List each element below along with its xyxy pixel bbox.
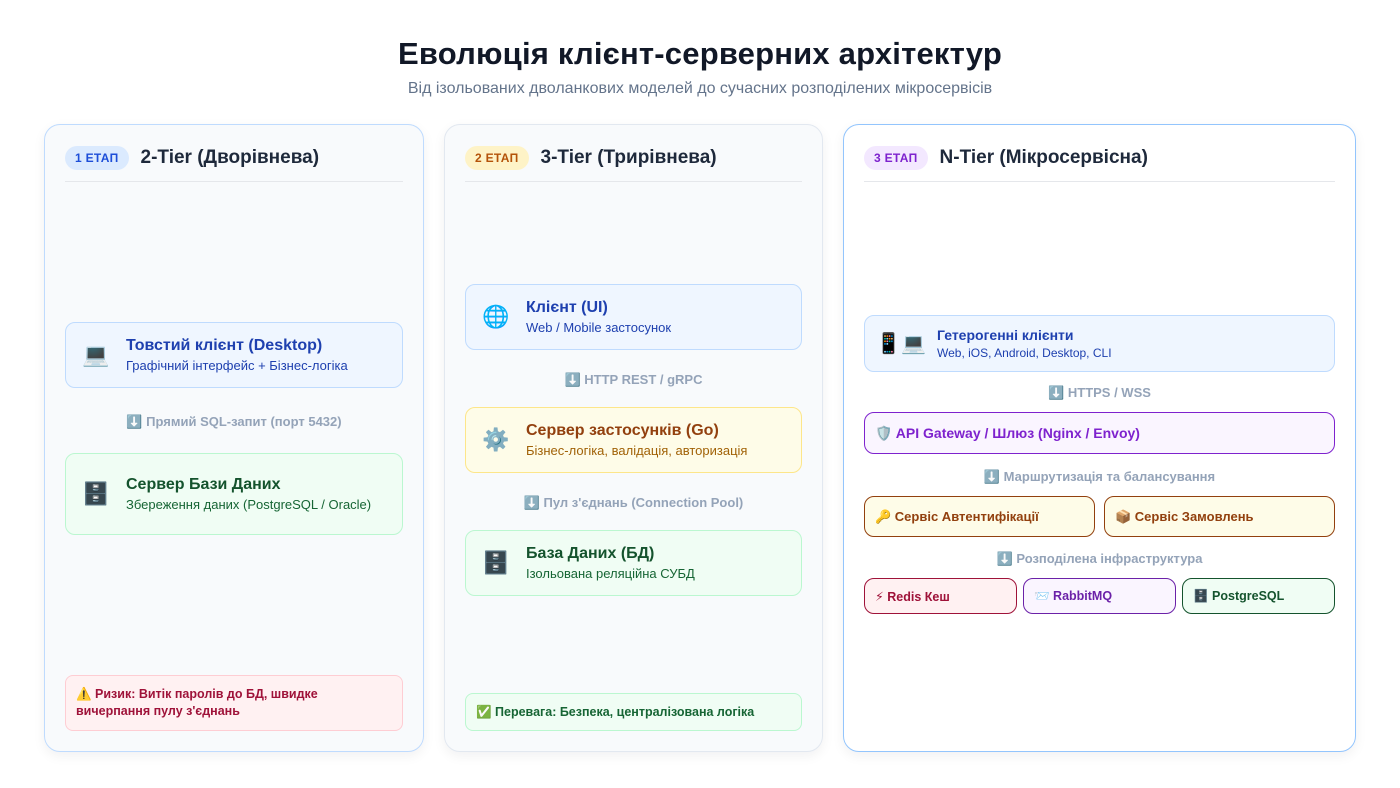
heterogeneous-clients-card: 📱💻 Гетерогенні клієнти Web, iOS, Android… — [864, 315, 1335, 372]
redis-cache-card: ⚡ Redis Кеш — [864, 578, 1017, 614]
file-cabinet-icon: 🗄️ — [482, 550, 510, 575]
ui-client-card: 🌐 Клієнт (UI) Web / Mobile застосунок — [465, 284, 802, 350]
stage-column-2tier: 1 ЕТАП 2-Tier (Дворівнева) 💻 Товстий клі… — [44, 124, 424, 752]
order-service-card: 📦 Сервіс Замовлень — [1104, 496, 1335, 537]
column-title: 2-Tier (Дворівнева) — [140, 147, 320, 168]
connector-label: ⬇️ Розподілена інфраструктура — [996, 551, 1203, 566]
globe-icon: 🌐 — [482, 304, 510, 329]
page-title: Еволюція клієнт-серверних архітектур — [398, 36, 1002, 71]
column-header: 2 ЕТАП 3-Tier (Трирівнева) — [465, 145, 802, 182]
card-title: Гетерогенні клієнти — [937, 326, 1074, 343]
card-title: Сервер Бази Даних — [126, 475, 281, 493]
card-subtitle: Web / Mobile застосунок — [526, 319, 672, 335]
connector-label: ⬇️ HTTPS / WSS — [1048, 385, 1151, 400]
postgresql-card: 🗄️ PostgreSQL — [1182, 578, 1335, 614]
stage-badge: 2 ЕТАП — [465, 146, 529, 170]
card-title: Сервер застосунків (Go) — [526, 421, 719, 439]
card-subtitle: Web, iOS, Android, Desktop, CLI — [937, 345, 1112, 360]
card-subtitle: Бізнес-логіка, валідація, авторизація — [526, 442, 748, 458]
stage-column-ntier: 3 ЕТАП N-Tier (Мікросервісна) 📱💻 Гетерог… — [843, 124, 1356, 752]
stage-badge: 1 ЕТАП — [65, 146, 129, 170]
auth-service-card: 🔑 Сервіс Автентифікації — [864, 496, 1095, 537]
column-header: 3 ЕТАП N-Tier (Мікросервісна) — [864, 145, 1335, 182]
risk-note: ⚠️ Ризик: Витік паролів до БД, швидке ви… — [65, 675, 403, 731]
card-subtitle: Графічний інтерфейс + Бізнес-логіка — [126, 357, 348, 373]
connector-label: ⬇️ Маршрутизація та балансування — [983, 469, 1216, 484]
database-card: 🗄️ База Даних (БД) Ізольована реляційна … — [465, 530, 802, 596]
card-subtitle: Ізольована реляційна СУБД — [526, 565, 695, 581]
card-title: Клієнт (UI) — [526, 298, 608, 316]
column-title: 3-Tier (Трирівнева) — [540, 147, 717, 168]
gear-icon: ⚙️ — [482, 427, 510, 452]
card-title: База Даних (БД) — [526, 544, 655, 562]
connector-label: ⬇️ Прямий SQL-запит (порт 5432) — [126, 414, 342, 429]
thick-client-card: 💻 Товстий клієнт (Desktop) Графічний інт… — [65, 322, 403, 388]
app-server-card: ⚙️ Сервер застосунків (Go) Бізнес-логіка… — [465, 407, 802, 473]
devices-icon: 📱💻 — [876, 333, 926, 355]
advantage-note: ✅ Перевага: Безпека, централізована логі… — [465, 693, 802, 731]
laptop-icon: 💻 — [82, 342, 110, 367]
rabbitmq-card: 📨 RabbitMQ — [1023, 578, 1176, 614]
connector-label: ⬇️ HTTP REST / gRPC — [564, 372, 703, 387]
column-header: 1 ЕТАП 2-Tier (Дворівнева) — [65, 145, 403, 182]
file-cabinet-icon: 🗄️ — [82, 481, 110, 506]
page-subtitle: Від ізольованих дволанкових моделей до с… — [407, 80, 993, 97]
db-server-card: 🗄️ Сервер Бази Даних Збереження даних (P… — [65, 453, 403, 535]
stage-badge: 3 ЕТАП — [864, 146, 928, 170]
api-gateway-card: 🛡️ API Gateway / Шлюз (Nginx / Envoy) — [864, 412, 1335, 454]
connector-label: ⬇️ Пул з'єднань (Connection Pool) — [523, 495, 744, 510]
card-subtitle: Збереження даних (PostgreSQL / Oracle) — [126, 496, 372, 512]
card-title: Товстий клієнт (Desktop) — [126, 336, 323, 354]
column-title: N-Tier (Мікросервісна) — [939, 147, 1148, 168]
page-header: Еволюція клієнт-серверних архітектур Від… — [0, 36, 1400, 98]
stage-column-3tier: 2 ЕТАП 3-Tier (Трирівнева) 🌐 Клієнт (UI)… — [444, 124, 823, 752]
